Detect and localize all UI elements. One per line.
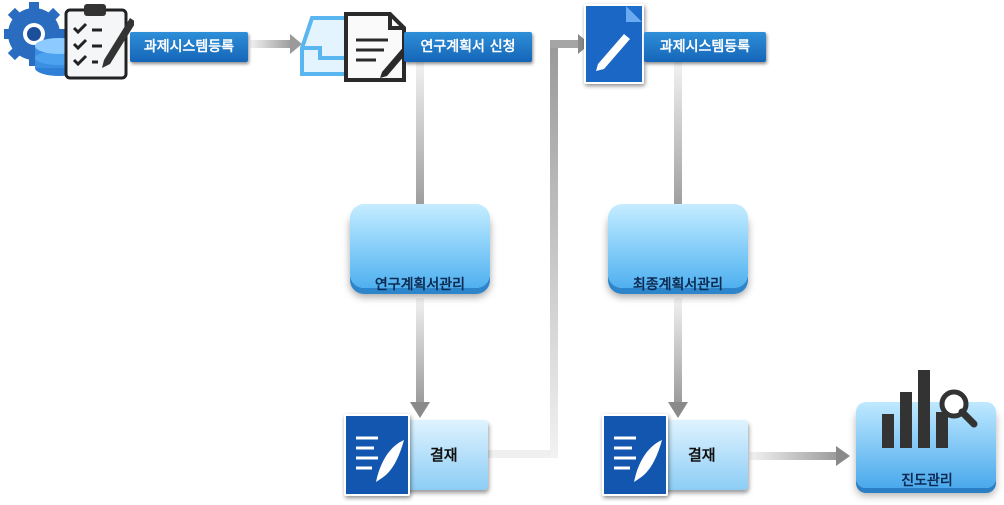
task-register-node-2[interactable]: 과제시스템등록 — [582, 2, 772, 84]
arrow-manage-to-approval — [410, 298, 430, 418]
final-plan-manage-label: 최종계획서관리 — [632, 277, 724, 293]
blue-document-pen-icon — [584, 4, 644, 84]
approval-label-1: 결재 — [430, 446, 458, 464]
clipboard-checklist-icon — [64, 4, 134, 80]
research-plan-apply-node[interactable]: 연구계획서 신청 — [296, 2, 536, 82]
approval-document-quill-icon — [602, 414, 668, 496]
approval-node-2[interactable]: 결재 — [600, 414, 752, 496]
approval-document-quill-icon — [344, 414, 410, 496]
final-plan-manage-box — [608, 204, 748, 288]
arrow-final-to-approval — [668, 298, 688, 418]
approval-node-1[interactable]: 결재 — [342, 414, 492, 496]
bar-chart-magnifier-icon — [882, 370, 978, 448]
research-plan-manage-node[interactable]: 연구계획서관리 — [350, 204, 492, 300]
research-plan-apply-label: 연구계획서 신청 — [404, 32, 532, 62]
arrow-register-to-final — [668, 62, 688, 226]
progress-manage-node[interactable]: 진도관리 — [854, 364, 1000, 498]
progress-manage-label: 진도관리 — [901, 473, 953, 489]
gear-database-icon — [4, 2, 134, 80]
approval-label-2: 결재 — [688, 446, 716, 464]
inbox-tray-icon — [300, 12, 411, 82]
final-plan-manage-node[interactable]: 최종계획서관리 — [608, 204, 750, 300]
arrow-approval-to-register — [488, 34, 590, 458]
task-register-node-1[interactable]: 과제시스템등록 — [4, 2, 249, 82]
task-register-label-2: 과제시스템등록 — [644, 32, 766, 62]
research-plan-manage-box — [350, 204, 490, 288]
arrow-approval-to-progress — [750, 446, 850, 466]
document-pen-icon — [344, 12, 411, 82]
task-register-label-1: 과제시스템등록 — [130, 32, 248, 62]
arrow-apply-to-manage — [410, 62, 430, 224]
arrow-register-to-apply — [250, 34, 302, 54]
research-plan-manage-label: 연구계획서관리 — [374, 277, 466, 293]
